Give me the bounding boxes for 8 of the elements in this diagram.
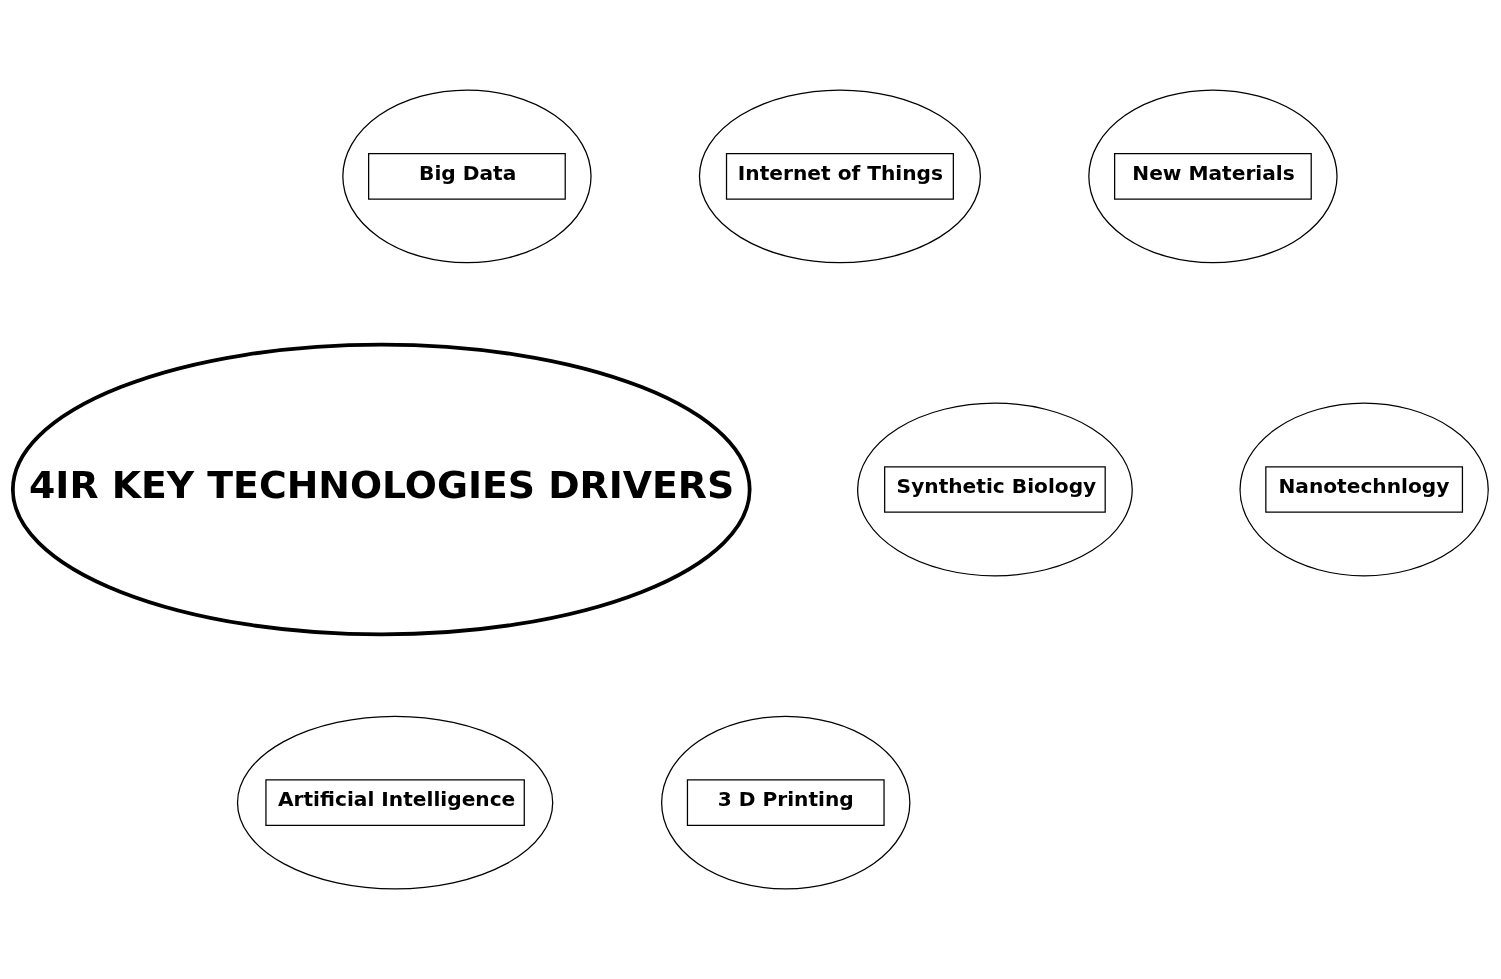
node-ellipse: Synthetic Biology xyxy=(857,402,1133,577)
node-ellipse: 3 D Printing xyxy=(661,715,911,890)
node-ellipse: Internet of Things xyxy=(698,89,982,264)
node-ellipse: New Materials xyxy=(1088,89,1338,264)
node-ellipse: Nanotechnlogy xyxy=(1239,402,1489,577)
node-ellipse: 4IR KEY TECHNOLOGIES DRIVERS xyxy=(10,342,752,637)
node-ellipse: Big Data xyxy=(342,89,592,264)
node-ellipse: Artificial Intelligence xyxy=(236,715,554,890)
